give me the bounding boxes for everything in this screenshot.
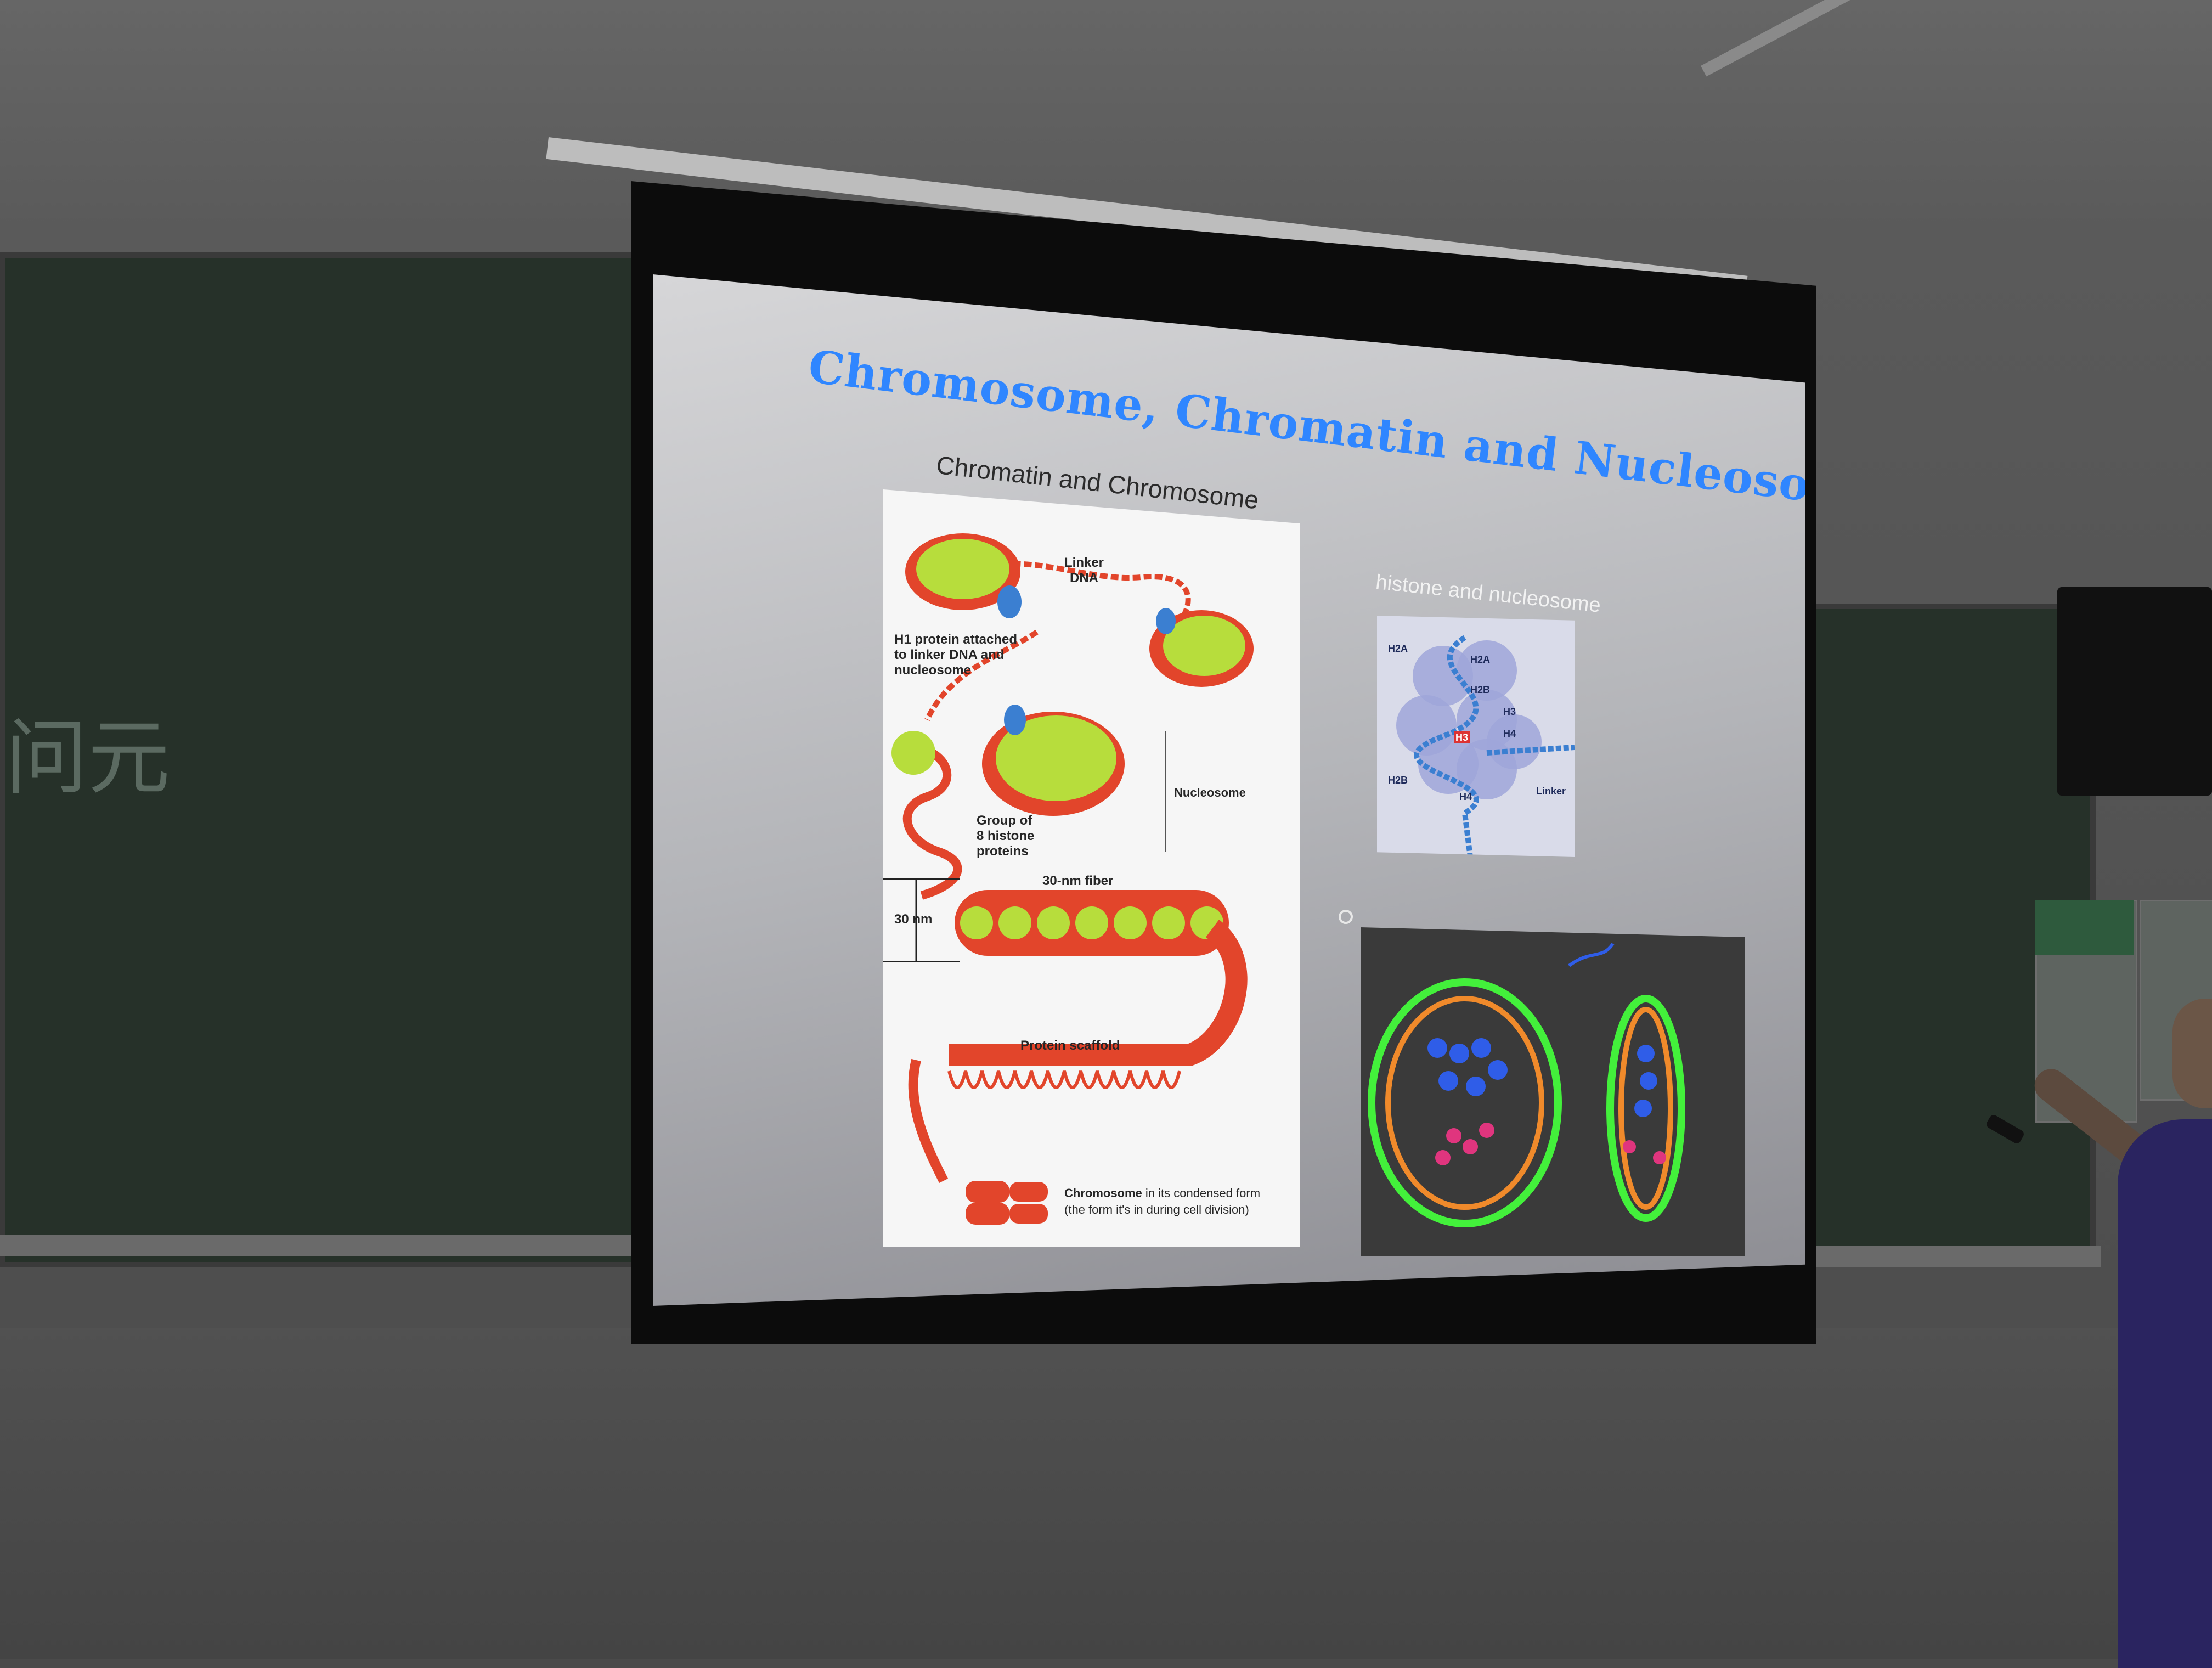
notice-badge [2035,900,2134,955]
histone-label-7: H2B [1388,775,1408,786]
histone-label-6: H3 [1455,732,1469,743]
slide-subtitle-histone: histone and nucleosome [1374,571,1602,617]
chalk-ledge-left [0,1235,647,1256]
label-chromosome-line2: (the form it's in during cell division) [1064,1203,1249,1216]
histone-label-8: H4 [1459,791,1472,802]
wall-speaker [2057,587,2212,796]
molecular-model-figure [1361,927,1745,1256]
wall-lower [0,1328,2212,1659]
label-30nm-fiber: 30-nm fiber [1042,874,1114,888]
label-chromosome: Chromosome in its condensed form [1064,1186,1260,1201]
nucleosome-center [982,705,1125,816]
label-nucleosome: Nucleosome [1174,786,1246,799]
nucleosome-top-right [1149,608,1254,687]
histone-label-linker: Linker [1536,786,1566,797]
blackboard-chalk-text: 问元 [5,711,171,806]
molecular-model-illustration [1368,943,1685,1227]
nucleosome-top-left [905,533,1022,618]
chromatin-illustration [883,533,1254,1225]
slide-title: Chromosome, Chromatin and Nucleosome [805,340,1805,521]
condensed-chromosome [966,1181,1048,1225]
label-linker-dna: Linker DNA [1064,555,1104,585]
histone-label-4: H3 [1503,706,1516,717]
histone-nucleosome-figure: H2A H2A H2B H3 H4 H3 H2B H4 Linker [1377,616,1575,857]
label-h1-protein: H1 protein attached to linker DNA and nu… [894,632,1018,678]
ceiling [0,0,2212,230]
label-30nm: 30 nm [894,912,933,927]
chromatin-figure: Linker DNA H1 protein attached to linker… [883,489,1300,1247]
histone-label-3: H2B [1470,684,1491,695]
bullet-circle [1339,910,1353,924]
presenter-head [2172,999,2212,1108]
histone-label-5: H4 [1503,728,1516,739]
label-chromosome-rest: in its condensed form [1142,1186,1261,1200]
histone-label-2: H2A [1470,654,1491,665]
histone-diagram [1396,635,1575,857]
histone-label-1: H2A [1388,643,1408,654]
label-protein-scaffold: Protein scaffold [1020,1038,1120,1053]
presenter [2118,1119,2212,1668]
label-histone-group: Group of 8 histone proteins [977,813,1035,859]
label-chromosome-bold: Chromosome [1064,1186,1142,1200]
projected-slide: Chromosome, Chromatin and Nucleosome Chr… [653,274,1805,1306]
